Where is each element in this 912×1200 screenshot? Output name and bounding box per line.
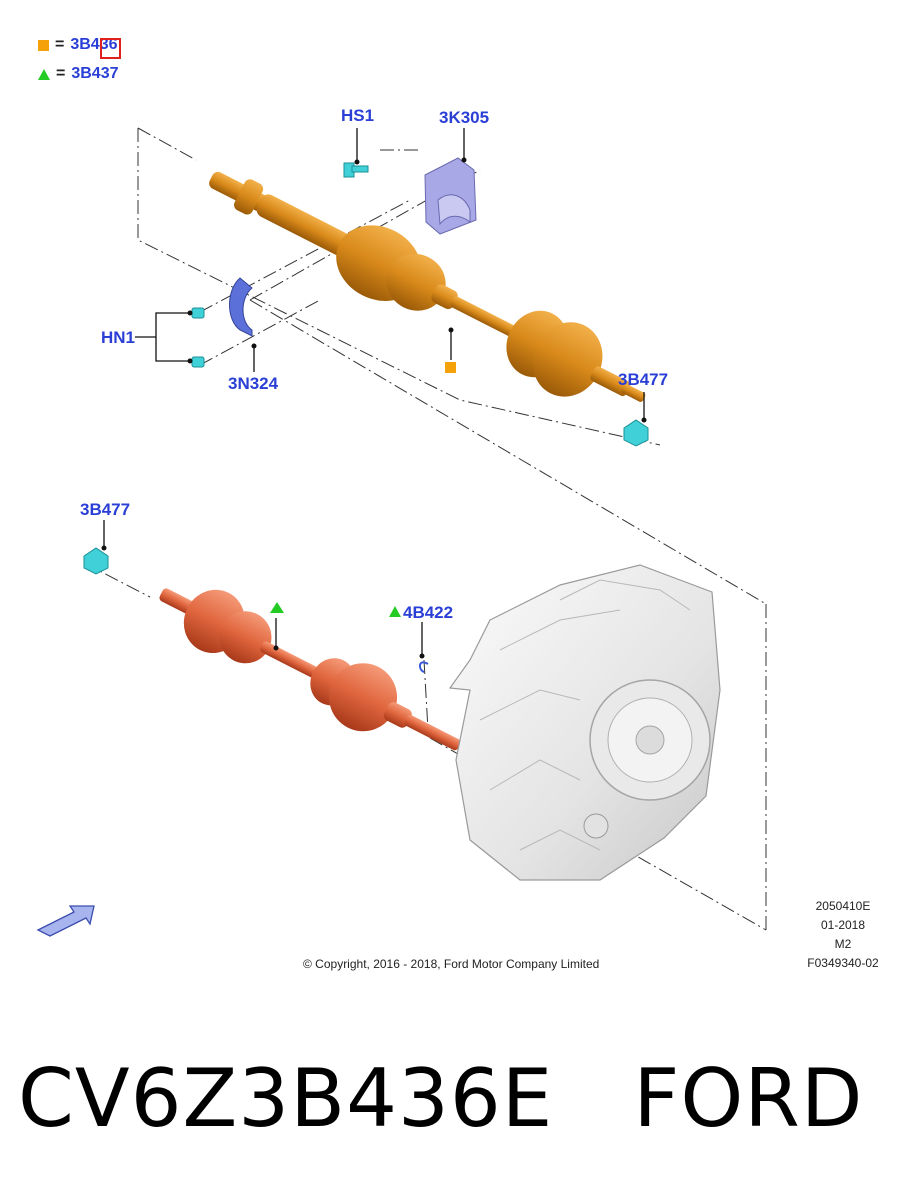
callout-hs1[interactable]: HS1 [341, 106, 375, 125]
bolt-hs1 [343, 162, 369, 178]
bracket-3k305 [424, 157, 477, 235]
orange-square-icon [38, 39, 49, 51]
front-direction-arrow-icon [36, 905, 95, 937]
callout-3n324[interactable]: 3N324 [228, 374, 279, 393]
part-banner: CV6Z3B436E FORD [18, 1052, 863, 1145]
callout-3k305[interactable]: 3K305 [439, 108, 490, 127]
half-shaft-lower [159, 588, 461, 751]
half-shaft-upper [209, 171, 646, 402]
green-triangle-marker-icon [389, 606, 401, 617]
leader-dots [101, 157, 647, 659]
brand-name: FORD [633, 1052, 864, 1145]
orange-square-marker-icon [445, 362, 456, 373]
circlip-4b422 [418, 661, 429, 673]
callout-hn1[interactable]: HN1 [101, 328, 136, 347]
figure-id: F0349340-02 [807, 956, 879, 970]
legend-code-3b437[interactable]: 3B437 [71, 65, 119, 82]
clip-3n324 [229, 277, 253, 337]
callout-3b477-lower[interactable]: 3B477 [80, 500, 131, 519]
green-triangle-icon [38, 68, 50, 80]
drawing-revision: M2 [834, 937, 852, 951]
legend-row-square: = 3B436 [38, 36, 118, 54]
legend-code-3b436[interactable]: 3B436 [70, 36, 118, 53]
highlight-box [100, 38, 121, 59]
callout-4b422[interactable]: 4B422 [403, 603, 454, 622]
drawing-metadata: 2050410E 01-2018 M2 F0349340-02 [798, 897, 888, 973]
nut-3b477-upper [623, 419, 649, 447]
callout-3b477-upper[interactable]: 3B477 [618, 370, 669, 389]
legend-equals: = [56, 65, 66, 82]
nut-3b477-lower [83, 547, 109, 575]
legend-equals: = [55, 36, 65, 53]
transmission-case [448, 564, 721, 881]
part-number: CV6Z3B436E [18, 1052, 554, 1145]
legend-row-triangle: = 3B437 [38, 65, 119, 83]
leader-lines [103, 128, 645, 656]
copyright-notice: © Copyright, 2016 - 2018, Ford Motor Com… [303, 957, 600, 971]
green-triangle-marker-icon [270, 602, 284, 613]
drawing-date: 01-2018 [820, 918, 866, 932]
drawing-number: 2050410E [815, 899, 871, 913]
nuts-hn1 [191, 307, 205, 368]
exploded-diagram [36, 127, 767, 937]
